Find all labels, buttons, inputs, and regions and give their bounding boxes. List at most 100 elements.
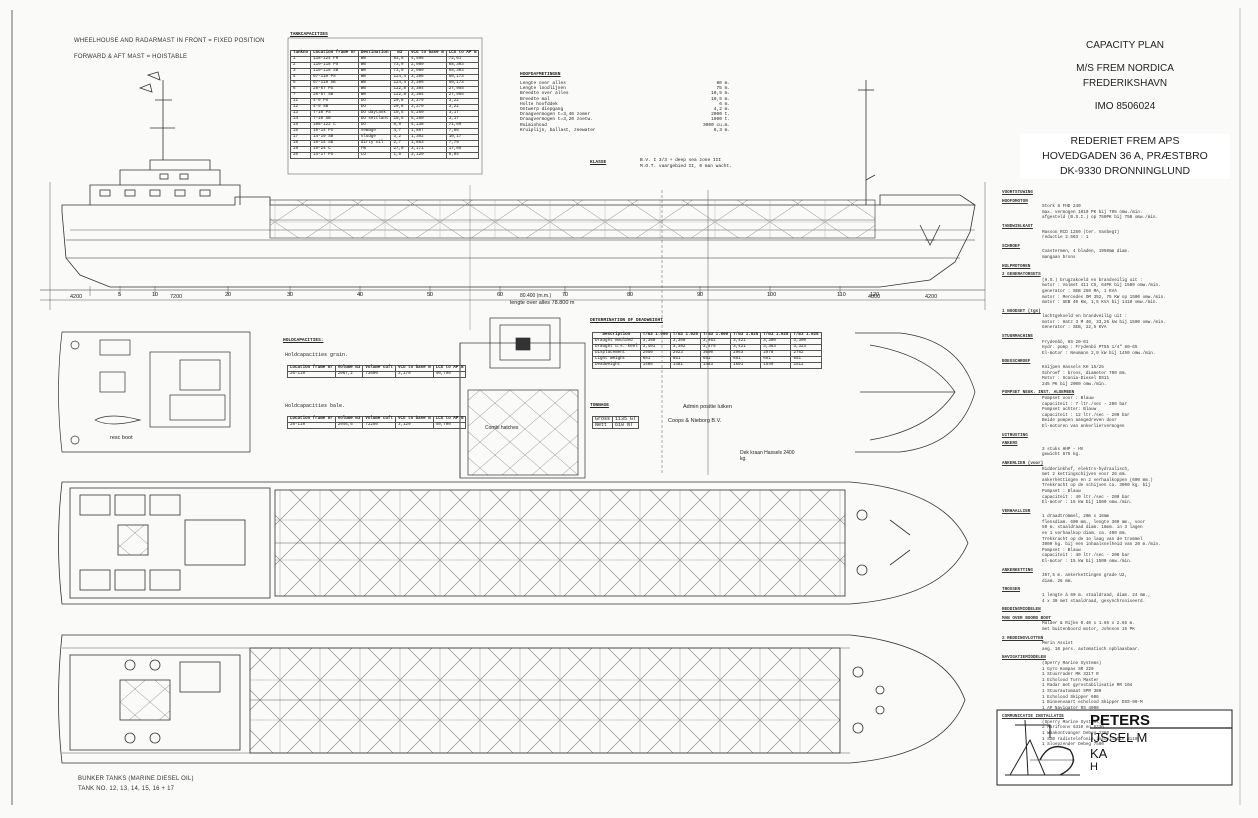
note-bunker-2: TANK NO. 12, 13, 14, 15, 16 + 17	[78, 786, 175, 792]
spec-line: Generator : SEB, 22,5 KVA	[1042, 325, 1107, 331]
spec-line: diam. 26 mm.	[1042, 578, 1073, 584]
table-cell: 1486	[639, 362, 671, 369]
dimension-value: 75 m.	[716, 86, 730, 92]
tank-table-title: TANKCAPACITIES	[290, 32, 328, 37]
spec-line: 1 Echolood Skipper 606	[1042, 694, 1099, 700]
frame-number: 40	[357, 292, 364, 298]
spec-line: motor : Hatz 3 M 40, 33,26 kW bij 1500 o…	[1042, 319, 1166, 325]
table-cell: Deadweight	[592, 362, 641, 369]
spec-line: 2 Marifoons 6310 en 6330	[1042, 725, 1104, 731]
spec-label: NAVIGATIEMIDDELEN	[1002, 655, 1046, 661]
table-cell: 2046,6	[334, 422, 364, 429]
logo-line-4: H	[1090, 761, 1098, 773]
spec-line: 1 draadtrommel, 20m x 16mm	[1042, 514, 1110, 520]
spec-line: aeg. 10 pers. automatisch opblaasbaar.	[1042, 646, 1140, 652]
frame-number: 20	[225, 292, 232, 298]
dim-3: 4800	[868, 294, 881, 300]
spec-line: Ridderinkhof, elektro-hydraulisch,	[1042, 466, 1130, 472]
spec-line: 1 Stuurautomaat SPR 380	[1042, 688, 1102, 694]
deadweight-header: T/m3 1.025	[730, 332, 762, 339]
spec-line: 3 stuks HHP - HV	[1042, 446, 1084, 452]
spec-label: ANKERLIER (voor)	[1002, 460, 1044, 466]
dimension-value: 10,5 m.	[711, 91, 730, 97]
owner-block: REDERIET FREM APS HOVEDGADEN 36 A, PRÆST…	[1020, 134, 1230, 179]
spec-section: 2 GENERATORSETS(H.S.) brugzakoeld en bra…	[1002, 272, 1232, 306]
spec-line: 3000 kg. bij een inhaalsnelheid van 20 m…	[1042, 542, 1161, 548]
spec-line: max. vermogen 1010 PK bij 795 omw./min.	[1042, 209, 1143, 215]
spec-line: (Sperry Marine Systems)	[1042, 660, 1102, 666]
frame-number: 120	[870, 292, 880, 298]
hold-table-header: VCG to base m	[395, 365, 434, 372]
dimension-value: 80 m.	[716, 81, 730, 86]
owner-line-3: DK-9330 DRONNINGLUND	[1059, 165, 1191, 177]
tank-table-header: LCG to AP m	[445, 50, 480, 57]
side-profile	[40, 71, 986, 475]
hold-table-header: Volume cuft	[362, 365, 397, 372]
spec-label: HOOFDMOTOR	[1002, 198, 1028, 204]
table-cell: 124,4	[390, 74, 410, 81]
spec-line: Coastermen, 4 bladen, 1950mm diam.	[1042, 249, 1130, 255]
table-cell: 72250	[362, 422, 397, 429]
spec-label: HULPMOTOREN	[1002, 263, 1031, 269]
hold-table-header: Volume cuft	[362, 416, 397, 423]
label-length-oa: lengte over alles 78.800 m	[510, 300, 575, 306]
dim-4: 4200	[925, 294, 938, 300]
dimension-label: Draagvermogen t=3,40 zomer	[520, 112, 591, 118]
deadweight-header: T/m3 1.000	[700, 332, 732, 339]
spec-line: Pompset : Blauw	[1042, 488, 1081, 494]
owner-line-1: REDERIET FREM APS	[1070, 135, 1180, 147]
label-coops: Coops & Nieborg B.V.	[668, 418, 722, 424]
spec-line: Mulder & Rijke 0.40 x 1.65 x 2.65 m.	[1042, 621, 1135, 627]
table-cell: 40,790	[432, 422, 467, 429]
dim-1: 4200	[70, 294, 83, 300]
spec-line: flensdiam. 600 mm., lengte 360 mm., voor	[1042, 519, 1146, 525]
table-cell: Draught u.s. keel	[592, 344, 641, 351]
spec-label: COMMUNICATIE INSTALLATIE	[1002, 714, 1064, 720]
dimension-label: Draagvermogen t=3,20 zoetw.	[520, 117, 593, 123]
table-cell: 40,790	[432, 371, 467, 378]
spec-line: Pompset achter: Blauw	[1042, 407, 1097, 413]
spec-line: generator : SEB 250 MA, 1 KVA	[1042, 288, 1117, 294]
bow-plan	[855, 332, 976, 453]
spec-line: 4 x 30 met staaldraad, gesynchroniseerd.	[1042, 598, 1146, 604]
dimension-value: 6 m.	[719, 101, 730, 107]
spec-line: Schroef : brons, diameter 700 mm.	[1042, 370, 1128, 376]
dimension-label: Ruiminhoud	[520, 122, 548, 128]
spec-line: motor : SEB 40 KW, 1,5 KVA bij 1410 omw.…	[1042, 300, 1159, 306]
table-cell: 124,4	[390, 80, 410, 87]
spec-section: 1 NOODSET (tgs)luchtgekoeld en brandveil…	[1002, 309, 1232, 331]
spec-line: El-motor : 15 kW bij 1500 omw./min.	[1042, 559, 1133, 565]
table-cell: 14-17 PS	[310, 152, 359, 159]
spec-line: capaciteit : 12 ltr./sec - 200 bar	[1042, 412, 1130, 418]
spec-line: Masson RCD 1250 (ter. Vanbegt)	[1042, 229, 1120, 235]
table-cell: Nett	[591, 422, 614, 429]
spec-section: VOORTSTUWING	[1002, 190, 1232, 196]
frame-number: 80	[627, 292, 634, 298]
deadweight-title: DETERMINATION OF DEADWEIGHT	[590, 318, 663, 323]
spec-line: 1 Echolood Turn Master	[1042, 677, 1099, 683]
spec-line: Trekkracht op de 1e laag van de trommel	[1042, 536, 1143, 542]
deadweight-header: T/m3 1.025	[669, 332, 702, 339]
spec-section: HULPMOTOREN	[1002, 264, 1232, 270]
spec-line: El-motoren van ankerliervermogen	[1042, 423, 1125, 429]
hold-table-header: Location frame nr	[287, 365, 336, 372]
spec-label: UITRUSTING	[1002, 432, 1028, 438]
spec-line: 1 Waakontvanger Debeg 2360	[1042, 731, 1110, 737]
spec-label: TANDWIELKAST	[1002, 223, 1033, 229]
dimension-value: 4,2 m.	[713, 107, 730, 113]
spec-line: 1 Binnenvaart echolood Skipper DSS-99-M	[1042, 700, 1143, 706]
